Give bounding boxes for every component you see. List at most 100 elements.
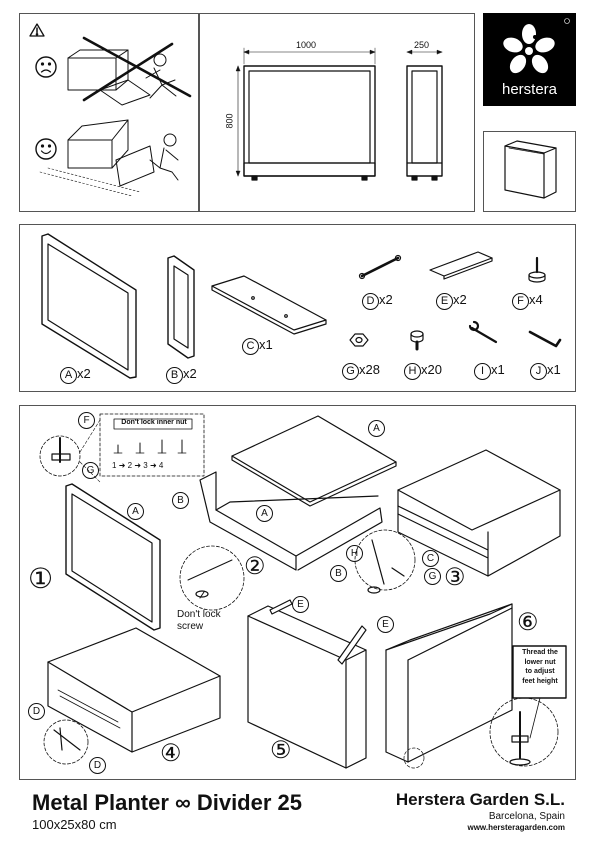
arrow-right-icon: ➜ xyxy=(118,461,126,470)
sad-face-icon xyxy=(35,56,57,78)
dont-lock-screw-line-1: Don't lock xyxy=(177,609,221,620)
part-d-qty: x2 xyxy=(379,292,393,307)
step-5-number: ⑤ xyxy=(270,737,292,764)
dimension-height: 800 xyxy=(224,113,235,129)
step-5-callout-e-right: E xyxy=(377,616,394,633)
flower-logo-icon xyxy=(503,18,570,74)
step-3-assembly xyxy=(354,449,561,594)
dimensions-panel xyxy=(199,13,475,212)
arrow-right-icon: ➜ xyxy=(134,461,142,470)
part-e-letter: E xyxy=(436,293,453,310)
brand-logo: herstera xyxy=(483,13,576,106)
inner-nut-note: Don't lock inner nut xyxy=(121,419,187,426)
part-f-foot xyxy=(528,256,546,283)
thread-note-line-2: lower nut xyxy=(524,658,556,666)
part-a-letter: A xyxy=(60,367,77,384)
step-4-number: ④ xyxy=(160,740,182,767)
sequence-step-4: 4 xyxy=(158,461,164,470)
sequence-step-1: 1 xyxy=(112,461,117,470)
correct-lifting-illustration xyxy=(39,119,179,197)
step-1-number: ① xyxy=(28,563,54,594)
product-thumbnail-panel xyxy=(483,131,576,212)
inner-nut-detail-box xyxy=(99,413,205,477)
company-website[interactable]: www.hersteragarden.com xyxy=(467,823,565,832)
step-4-callout-d-top: D xyxy=(28,703,45,720)
sequence-steps: 1 ➜ 2 ➜ 3 ➜ 4 xyxy=(112,461,163,470)
step-1-callout-a: A xyxy=(127,503,144,520)
product-dimensions: 100x25x80 cm xyxy=(32,817,117,832)
part-h-screw xyxy=(410,330,424,351)
step-6-assembly xyxy=(385,603,567,769)
part-b-qty: x2 xyxy=(183,366,197,381)
part-b-letter: B xyxy=(166,367,183,384)
part-d-letter: D xyxy=(362,293,379,310)
part-i-qty: x1 xyxy=(491,362,505,377)
dimension-width: 1000 xyxy=(296,40,317,50)
sequence-step-3: 3 xyxy=(143,461,148,470)
dimension-depth: 250 xyxy=(414,40,430,50)
step-4-assembly xyxy=(43,627,221,765)
step-2-callout-b-left: B xyxy=(172,492,189,509)
sequence-step-2: 2 xyxy=(127,461,133,470)
thread-lower-nut-note: Thread the lower nut to adjust feet heig… xyxy=(515,648,565,686)
happy-face-icon xyxy=(35,138,57,160)
part-c-letter: C xyxy=(242,338,259,355)
part-e-plate xyxy=(429,251,493,280)
part-g-nut xyxy=(349,333,369,347)
step-6-number: ⑥ xyxy=(517,609,539,636)
part-b-frame xyxy=(167,255,195,359)
part-g-qty: x28 xyxy=(359,362,380,377)
step-4-callout-d-bottom: D xyxy=(89,757,106,774)
dont-lock-screw-line-2: screw xyxy=(177,621,204,632)
part-c-qty: x1 xyxy=(259,337,273,352)
thread-note-line-3: to adjust xyxy=(525,668,555,675)
part-j-letter: J xyxy=(530,363,547,380)
step-1-frame xyxy=(65,483,161,631)
brand-name: herstera xyxy=(501,81,558,98)
part-h-qty: x20 xyxy=(421,362,442,377)
arrow-right-icon: ➜ xyxy=(149,461,157,470)
dont-lock-screw-note: Don't lock screw xyxy=(177,609,221,633)
step-3-callout-h: H xyxy=(346,545,363,562)
step-3-callout-c: C xyxy=(422,550,439,567)
part-g-letter: G xyxy=(342,363,359,380)
step-2-callout-a-inner: A xyxy=(256,505,273,522)
part-d-rod xyxy=(358,254,402,280)
step-2-assembly xyxy=(179,415,397,611)
part-a-qty: x2 xyxy=(77,366,91,381)
part-f-qty: x4 xyxy=(529,292,543,307)
product-title: Metal Planter ∞ Divider 25 xyxy=(32,790,303,815)
company-name: Herstera Garden S.L. xyxy=(395,790,565,809)
warning-triangle-icon xyxy=(29,23,45,37)
side-view-drawing xyxy=(406,49,443,181)
step-5-assembly xyxy=(247,599,367,769)
part-h-letter: H xyxy=(404,363,421,380)
part-i-letter: I xyxy=(474,363,491,380)
thread-note-line-4: feet height xyxy=(522,677,558,685)
step-5-callout-e-top: E xyxy=(292,596,309,613)
part-i-wrench xyxy=(468,320,498,344)
step-3-callout-g: G xyxy=(424,568,441,585)
part-a-frame xyxy=(41,233,137,379)
part-e-qty: x2 xyxy=(453,292,467,307)
step-2-callout-b-front: B xyxy=(330,565,347,582)
step-callout-g: G xyxy=(82,462,99,479)
thread-note-line-1: Thread the xyxy=(522,649,558,656)
part-c-shelf xyxy=(211,275,327,335)
step-2-callout-a-top: A xyxy=(368,420,385,437)
company-city: Barcelona, Spain xyxy=(488,811,565,822)
planter-thumbnail xyxy=(504,140,557,199)
step-callout-f: F xyxy=(78,412,95,429)
front-view-drawing xyxy=(235,47,376,181)
step-2-number: ② xyxy=(244,553,266,580)
step-3-number: ③ xyxy=(444,564,466,591)
